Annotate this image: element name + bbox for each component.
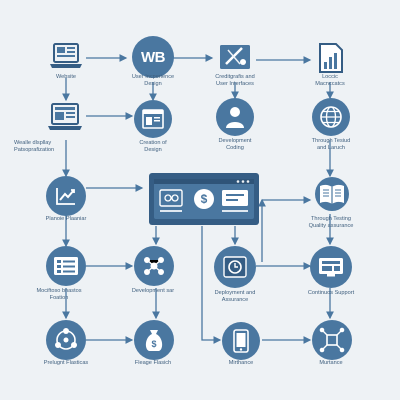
deployment-icon	[223, 256, 247, 278]
display-label: Wealle dlspllay Patsoprafization	[14, 140, 55, 153]
creation-node[interactable]	[134, 100, 172, 138]
quality-node[interactable]	[312, 176, 352, 212]
money-bag-icon: $	[145, 330, 163, 351]
display-node[interactable]	[46, 102, 84, 134]
project-cycle-icon	[55, 328, 77, 350]
loccic-label: Loccic Macnccatcs	[315, 74, 345, 87]
planning-label: Planoie Plaaniar	[45, 216, 87, 222]
wb-monogram-icon: WB	[141, 48, 166, 66]
project-label: Prelugnt Flasticas	[43, 360, 89, 366]
checklist-board-icon	[54, 257, 78, 275]
deployment-node[interactable]	[214, 246, 256, 288]
maintenance-label: Murtance	[319, 360, 343, 366]
support-label: Continuos Support	[307, 290, 355, 296]
planning-node[interactable]	[46, 176, 86, 216]
dev-coding-label: Development Coding	[218, 138, 252, 151]
website-label: Website	[55, 74, 77, 80]
web-page-icon	[142, 109, 164, 129]
dev-sar-label: Development sar	[131, 288, 175, 294]
deployment-label: Deployment and Assurance	[214, 290, 256, 303]
network-cube-icon	[319, 327, 345, 353]
mobile-node[interactable]	[222, 322, 260, 360]
laptop-webpage-icon	[50, 43, 82, 68]
support-monitor-icon	[319, 258, 343, 277]
dev-sar-node[interactable]	[134, 246, 174, 286]
creation-label: Creation of Design	[139, 140, 167, 153]
ux-label: User Incperience Design	[131, 74, 175, 87]
launch-node[interactable]: $	[134, 320, 174, 360]
dev-coding-node[interactable]	[216, 98, 254, 136]
dashboard-node[interactable]: $	[148, 172, 260, 226]
graphics-node[interactable]	[216, 42, 254, 76]
quality-label: Through Testing Quality assurance	[308, 216, 354, 229]
testing-launch-node[interactable]	[312, 98, 350, 136]
testing-launch-label: Through Tesiud and Laruch	[311, 138, 351, 151]
network-nodes-icon	[144, 257, 164, 275]
loccic-node[interactable]	[312, 40, 348, 76]
laptop-display-icon	[48, 103, 82, 130]
dashboard-monitor-icon: $	[149, 173, 259, 225]
trend-chart-icon	[56, 188, 75, 205]
globe-icon	[320, 106, 342, 128]
support-node[interactable]	[310, 246, 352, 288]
developer-person-icon	[226, 107, 244, 128]
design-tools-icon	[220, 45, 250, 69]
graphics-label: Creditgrafis and User Interfaces	[215, 74, 255, 87]
website-node[interactable]	[48, 42, 84, 72]
svg-text:$: $	[151, 339, 156, 349]
launch-label: Fleage Flasich	[134, 360, 172, 366]
ux-node[interactable]: WB	[132, 36, 174, 78]
arrow-dashboard-down-to-mobile	[201, 226, 222, 344]
book-icon	[315, 177, 349, 211]
project-node[interactable]	[46, 320, 86, 360]
mobile-label: Mirthance	[228, 360, 254, 366]
foation-label: Mociftoso bnastos Foation	[36, 288, 82, 301]
bar-chart-document-icon	[319, 43, 343, 73]
svg-text:$: $	[201, 192, 208, 206]
smartphone-icon	[233, 329, 249, 353]
maintenance-node[interactable]	[312, 320, 352, 360]
foation-node[interactable]	[46, 246, 86, 286]
